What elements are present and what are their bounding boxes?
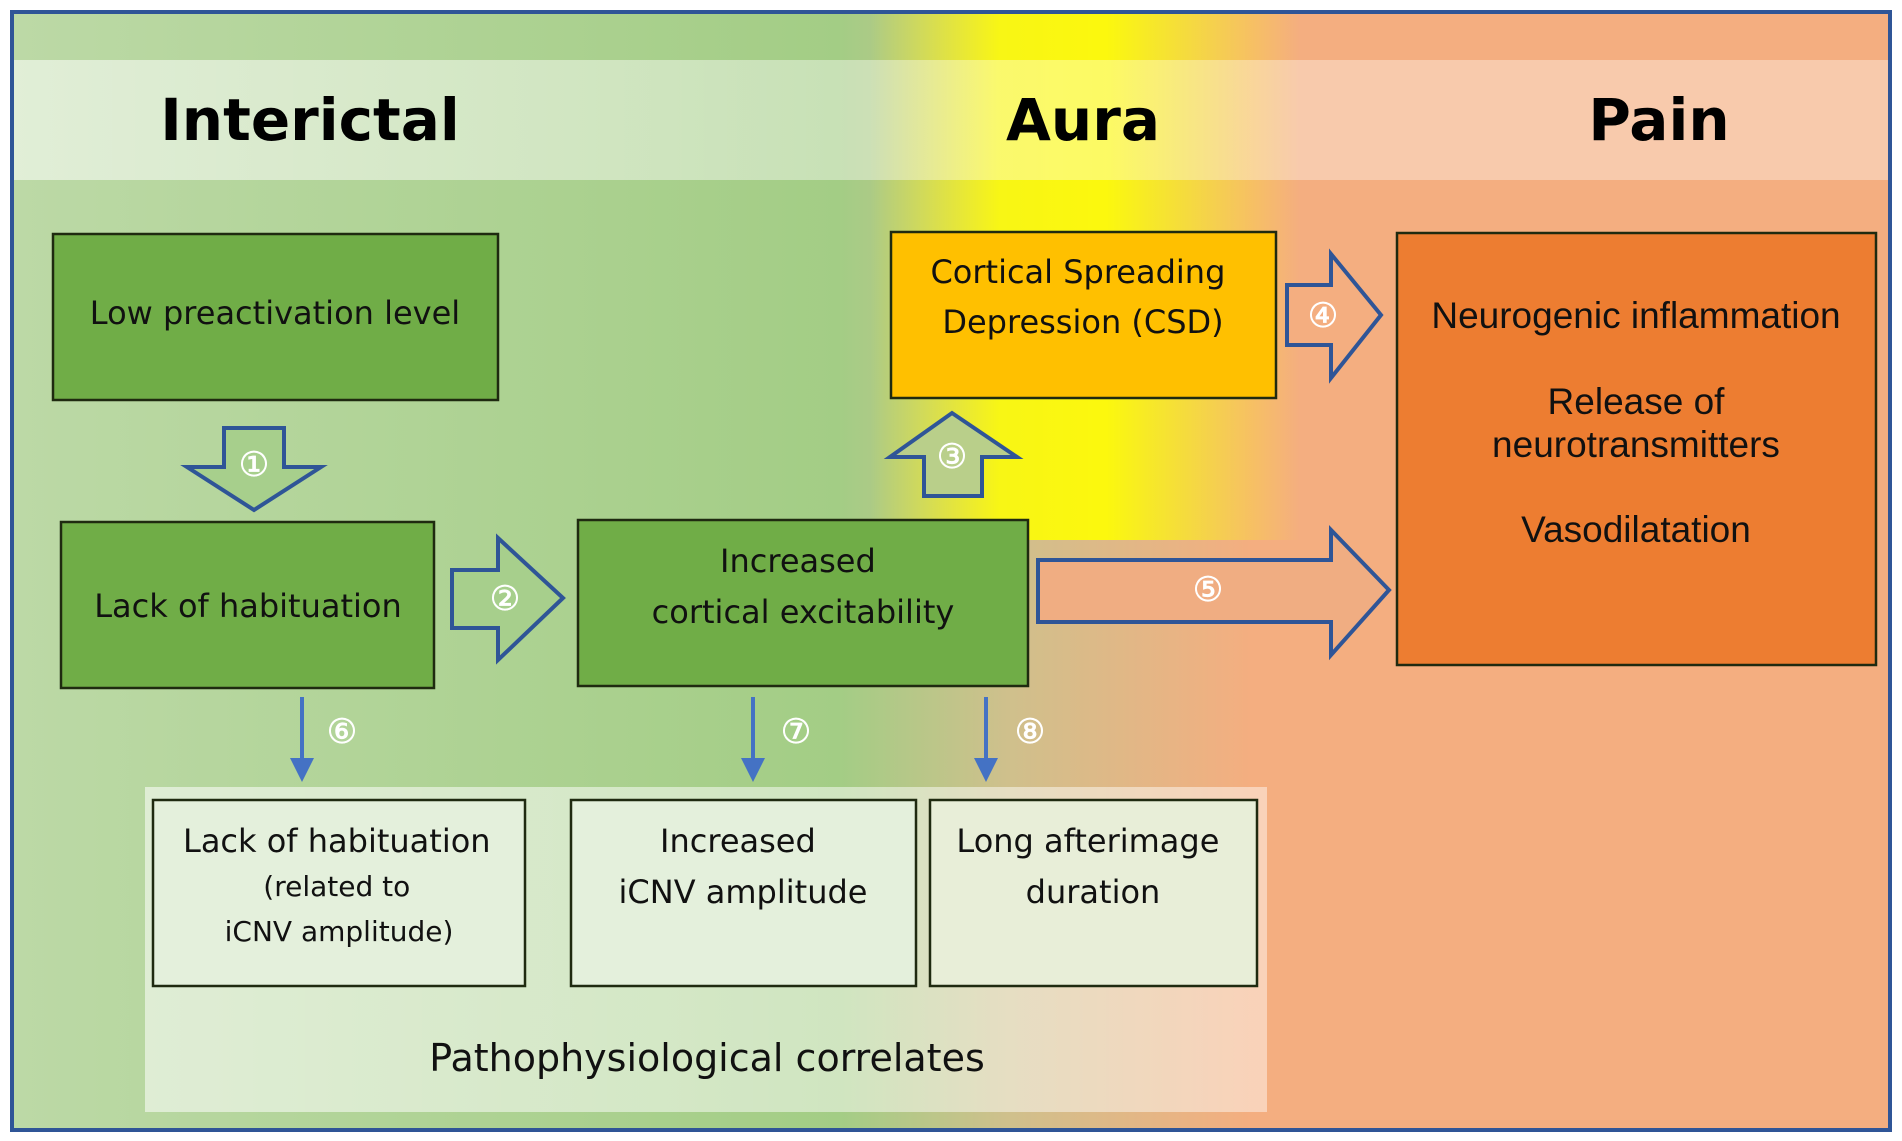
csd-line-1: Cortical Spreading [930, 253, 1225, 291]
correlate-afterimage-line-2: duration [1026, 873, 1161, 911]
pain-line-vasodilatation: Vasodilatation [1521, 509, 1751, 550]
correlates-title: Pathophysiological correlates [429, 1036, 985, 1080]
correlate-habituation-line-1: Lack of habituation [183, 822, 491, 860]
correlate-afterimage-label: Long afterimage duration [956, 822, 1229, 911]
arrow-step-8: ⑧ [974, 697, 1046, 782]
arrow-step-4: ④ [1285, 248, 1384, 384]
arrow-step-6: ⑥ [290, 697, 358, 782]
box-pain-effects [1395, 231, 1878, 667]
step-5-marker: ⑤ [1193, 570, 1223, 610]
csd-line-2: Depression (CSD) [942, 303, 1223, 341]
pain-line-neurogenic: Neurogenic inflammation [1431, 295, 1840, 336]
correlate-afterimage-line-1: Long afterimage [956, 822, 1219, 860]
phase-title-interictal: Interictal [160, 86, 460, 154]
box-lack-of-habituation-label: Lack of habituation [94, 587, 402, 625]
step-7-marker: ⑦ [781, 712, 811, 752]
arrow-step-7: ⑦ [741, 697, 812, 782]
step-4-marker: ④ [1308, 296, 1338, 336]
box-correlate-afterimage [928, 798, 1259, 988]
box-correlate-habituation [151, 798, 527, 988]
box-lack-of-habituation [59, 520, 436, 690]
box-correlate-icnv [569, 798, 918, 988]
pain-line-release: Release of [1548, 381, 1726, 422]
correlate-habituation-line-2: (related to [263, 870, 410, 903]
pain-line-neurotransmitters: neurotransmitters [1492, 424, 1780, 465]
frame-border [10, 10, 1892, 1132]
arrow-step-1: ① [180, 426, 328, 513]
correlate-habituation-line-3: iCNV amplitude) [225, 915, 454, 948]
correlate-icnv-label: Increased iCNV amplitude [619, 822, 868, 911]
phase-title-pain: Pain [1588, 86, 1729, 154]
step-8-marker: ⑧ [1015, 712, 1045, 752]
excitability-line-2: cortical excitability [652, 593, 955, 631]
box-increased-excitability [576, 518, 1030, 688]
box-csd [889, 230, 1278, 400]
box-csd-label: Cortical Spreading Depression (CSD) [930, 253, 1235, 341]
step-6-marker: ⑥ [327, 712, 357, 752]
step-2-marker: ② [490, 579, 520, 619]
arrow-step-2: ② [450, 533, 566, 665]
phase-title-aura: Aura [1006, 86, 1160, 154]
low-preactivation-line-1: Low preactivation level [90, 294, 460, 332]
box-increased-excitability-label: Increased cortical excitability [652, 542, 955, 631]
excitability-line-1: Increased [720, 542, 876, 580]
box-low-preactivation-label: Low preactivation level [90, 294, 460, 332]
box-low-preactivation [51, 232, 500, 402]
step-3-marker: ③ [937, 437, 967, 477]
correlate-icnv-line-1: Increased [660, 822, 816, 860]
step-1-marker: ① [239, 445, 269, 485]
lack-of-habituation-line-1: Lack of habituation [94, 587, 402, 625]
arrow-step-5: ⑤ [1036, 525, 1392, 661]
arrow-step-3: ③ [883, 410, 1024, 498]
phase-header-band [12, 60, 1890, 180]
correlate-icnv-line-2: iCNV amplitude [619, 873, 868, 911]
correlate-habituation-label: Lack of habituation (related to iCNV amp… [183, 822, 495, 948]
